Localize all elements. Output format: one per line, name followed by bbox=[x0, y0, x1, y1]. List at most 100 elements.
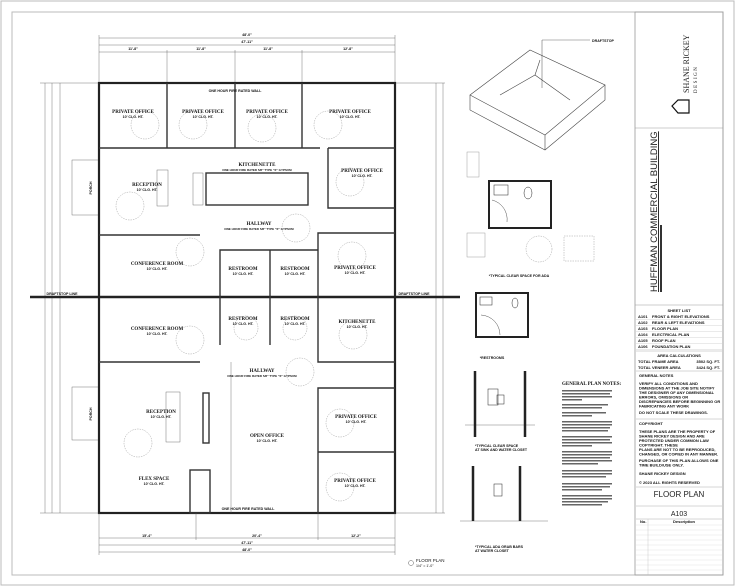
room-label: RECEPTION bbox=[146, 410, 176, 415]
text-label: AT WATER CLOSET bbox=[475, 549, 510, 553]
text-label: PLANS ARE NOT TO BE REPRODUCED, bbox=[639, 447, 715, 452]
text-label: 10' CLG. HT. bbox=[345, 484, 366, 488]
sheet-name-cell: ROOF PLAN bbox=[652, 338, 676, 343]
text-label: 15'-4" bbox=[142, 534, 152, 538]
text-label: 48'-0" bbox=[242, 548, 252, 552]
copyright: COPYRIGHT THESE PLANS ARE THE PROPERTY O… bbox=[636, 421, 722, 488]
text-label: GENERAL NOTES bbox=[639, 373, 674, 378]
text-label: 10' CLG. HT. bbox=[123, 115, 144, 119]
text-label: No. bbox=[640, 519, 646, 524]
revision-table: No. Description bbox=[636, 518, 722, 575]
text-label: 10' CLG. HT. bbox=[345, 271, 366, 275]
room-label: RECEPTION bbox=[132, 183, 162, 188]
text-label: 20'-4" bbox=[252, 534, 262, 538]
sheet-number-cell: A102 bbox=[638, 320, 648, 325]
text-label: SHEET LIST bbox=[667, 308, 691, 313]
text-label: VERIFY ALL CONDITIONS AND bbox=[639, 381, 698, 386]
room-label: HALLWAY bbox=[247, 222, 272, 227]
dim-inner: 47'-11" bbox=[241, 40, 253, 44]
text-label: TIME BUILD/USE ONLY. bbox=[639, 463, 684, 468]
room-label: RESTROOM bbox=[280, 317, 309, 322]
room-label: PRIVATE OFFICE bbox=[341, 169, 383, 174]
text-label: AT SINK AND WATER CLOSET bbox=[475, 448, 528, 452]
room-label: CONFERENCE ROOM bbox=[131, 262, 184, 267]
porch-label: PORCH bbox=[89, 407, 93, 420]
dim-seg: 12'-8" bbox=[343, 47, 353, 51]
sheet-name-cell: ELECTRICAL PLAN bbox=[652, 332, 689, 337]
room-label: PRIVATE OFFICE bbox=[112, 110, 154, 115]
room-label: RESTROOM bbox=[228, 267, 257, 272]
text-label: 3424 SQ. FT. bbox=[696, 365, 720, 370]
top-dimensions: 48'-0" 47'-11" 11'-8" 11'-8" 11'-8" 12'-… bbox=[98, 33, 396, 83]
text-label: DO NOT SCALE THESE DRAWINGS. bbox=[639, 410, 708, 415]
general-notes: GENERAL NOTES VERIFY ALL CONDITIONS AND … bbox=[636, 373, 722, 420]
title-block: SHANE RICKEY DESIGN HUFFMAN COMMERCIAL B… bbox=[634, 11, 724, 576]
text-label: © 2023 ALL RIGHTS RESERVED bbox=[639, 480, 700, 485]
draftstop-callout: DRAFTSTOP bbox=[592, 39, 614, 43]
sheet-name-cell: FLOOR PLAN bbox=[652, 326, 678, 331]
inner-frame bbox=[11, 11, 724, 576]
text-label: 10' CLG. HT. bbox=[285, 322, 306, 326]
room-label: PRIVATE OFFICE bbox=[246, 110, 288, 115]
room-label: PRIVATE OFFICE bbox=[182, 110, 224, 115]
text-label: SHANE RICKEY bbox=[682, 34, 691, 93]
room-label: RESTROOM bbox=[280, 267, 309, 272]
text-label: AREA CALCULATIONS bbox=[657, 353, 701, 358]
text-label: DIMENSIONS AT THE JOB SITE NOTIFY bbox=[639, 386, 715, 391]
details-column: DRAFTSTOP *TYPICAL CLEAR SPACE FOR ADA *… bbox=[460, 39, 622, 553]
project-name: HUFFMAN COMMERCIAL BUILDING bbox=[649, 131, 660, 292]
text-label: 10' CLG. HT. bbox=[352, 174, 373, 178]
text-label: DISCREPANCIES BEFORE BEGINNING OR bbox=[639, 399, 720, 404]
sheet-title: FLOOR PLAN bbox=[654, 490, 705, 499]
text-label: ONE HOUR FIRE RATED 5/8" TYPE "X" GYPSUM bbox=[222, 168, 292, 172]
text-label: 10' CLG. HT. bbox=[347, 325, 368, 329]
text-label: *TYPICAL ADA GRAB BARS bbox=[475, 545, 524, 549]
text-label: 12'-2" bbox=[351, 534, 361, 538]
dim-seg: 11'-8" bbox=[128, 47, 138, 51]
text-label: ERRORS, OMISSIONS OR bbox=[639, 395, 688, 400]
text-label: 10' CLG. HT. bbox=[147, 267, 168, 271]
general-plan-notes-title: GENERAL PLAN NOTES: bbox=[562, 382, 622, 387]
room-label: PRIVATE OFFICE bbox=[334, 266, 376, 271]
ada-clear-space-label: *TYPICAL CLEAR SPACE FOR ADA bbox=[489, 274, 550, 278]
text-label: 10' CLG. HT. bbox=[233, 272, 254, 276]
project-address bbox=[660, 225, 662, 292]
room-label: KITCHENETTE bbox=[239, 163, 277, 168]
room-label: OPEN OFFICE bbox=[250, 434, 285, 439]
text-label: 10' CLG. HT. bbox=[346, 420, 367, 424]
room-label: FLEX SPACE bbox=[139, 477, 170, 482]
bottom-dimensions: 15'-4" 20'-4" 12'-2" 47'-11" 48'-0" bbox=[98, 513, 396, 555]
text-label: 3502 SQ. FT. bbox=[696, 359, 720, 364]
restroom-plan bbox=[475, 292, 529, 338]
room-label: PRIVATE OFFICE bbox=[329, 110, 371, 115]
plan-scale: 1/4" = 1'-0" bbox=[416, 564, 434, 568]
text-label: ONE HOUR FIRE RATED 5/8" TYPE "X" GYPSUM bbox=[224, 227, 294, 231]
fire-wall-label: ONE HOUR FIRE RATED WALL bbox=[222, 507, 276, 511]
text-label: 10' CLG. HT. bbox=[137, 188, 158, 192]
sheet-number-cell: A104 bbox=[638, 332, 648, 337]
room-label: CONFERENCE ROOM bbox=[131, 327, 184, 332]
sheet-number-cell: A103 bbox=[638, 326, 648, 331]
sheet-number: A103 bbox=[671, 511, 687, 518]
sink-wc-elevation bbox=[465, 371, 535, 437]
room-label: PRIVATE OFFICE bbox=[334, 479, 376, 484]
text-label: PROTECTED UNDER COMMON LAW bbox=[639, 438, 709, 443]
sheet-name-cell: FRONT & RIGHT ELEVATIONS bbox=[652, 314, 710, 319]
text-label: 10' CLG. HT. bbox=[257, 115, 278, 119]
plan-title: FLOOR PLAN bbox=[416, 558, 445, 563]
fire-wall-label: ONE HOUR FIRE RATED WALL bbox=[209, 89, 263, 93]
interior-walls bbox=[99, 83, 395, 514]
dim-seg: 11'-8" bbox=[196, 47, 206, 51]
dim-overall: 48'-0" bbox=[242, 33, 252, 37]
text-label: FABRICATING ANY WORK bbox=[639, 404, 689, 409]
text-label: TOTAL FRAME AREA bbox=[638, 359, 679, 364]
text-label: COPYRIGHT. THESE bbox=[639, 443, 678, 448]
porch-label: PORCH bbox=[89, 181, 93, 194]
text-label: THE DESIGNER OF ANY DIMENSIONAL bbox=[639, 390, 715, 395]
text-label: 10' CLG. HT. bbox=[233, 322, 254, 326]
sheet-number-cell: A106 bbox=[638, 344, 648, 349]
text-label: PURCHASE OF THIS PLAN ALLOWS ONE bbox=[639, 458, 719, 463]
text-label: 10' CLG. HT. bbox=[151, 415, 172, 419]
company-logo: SHANE RICKEY DESIGN bbox=[671, 34, 699, 114]
